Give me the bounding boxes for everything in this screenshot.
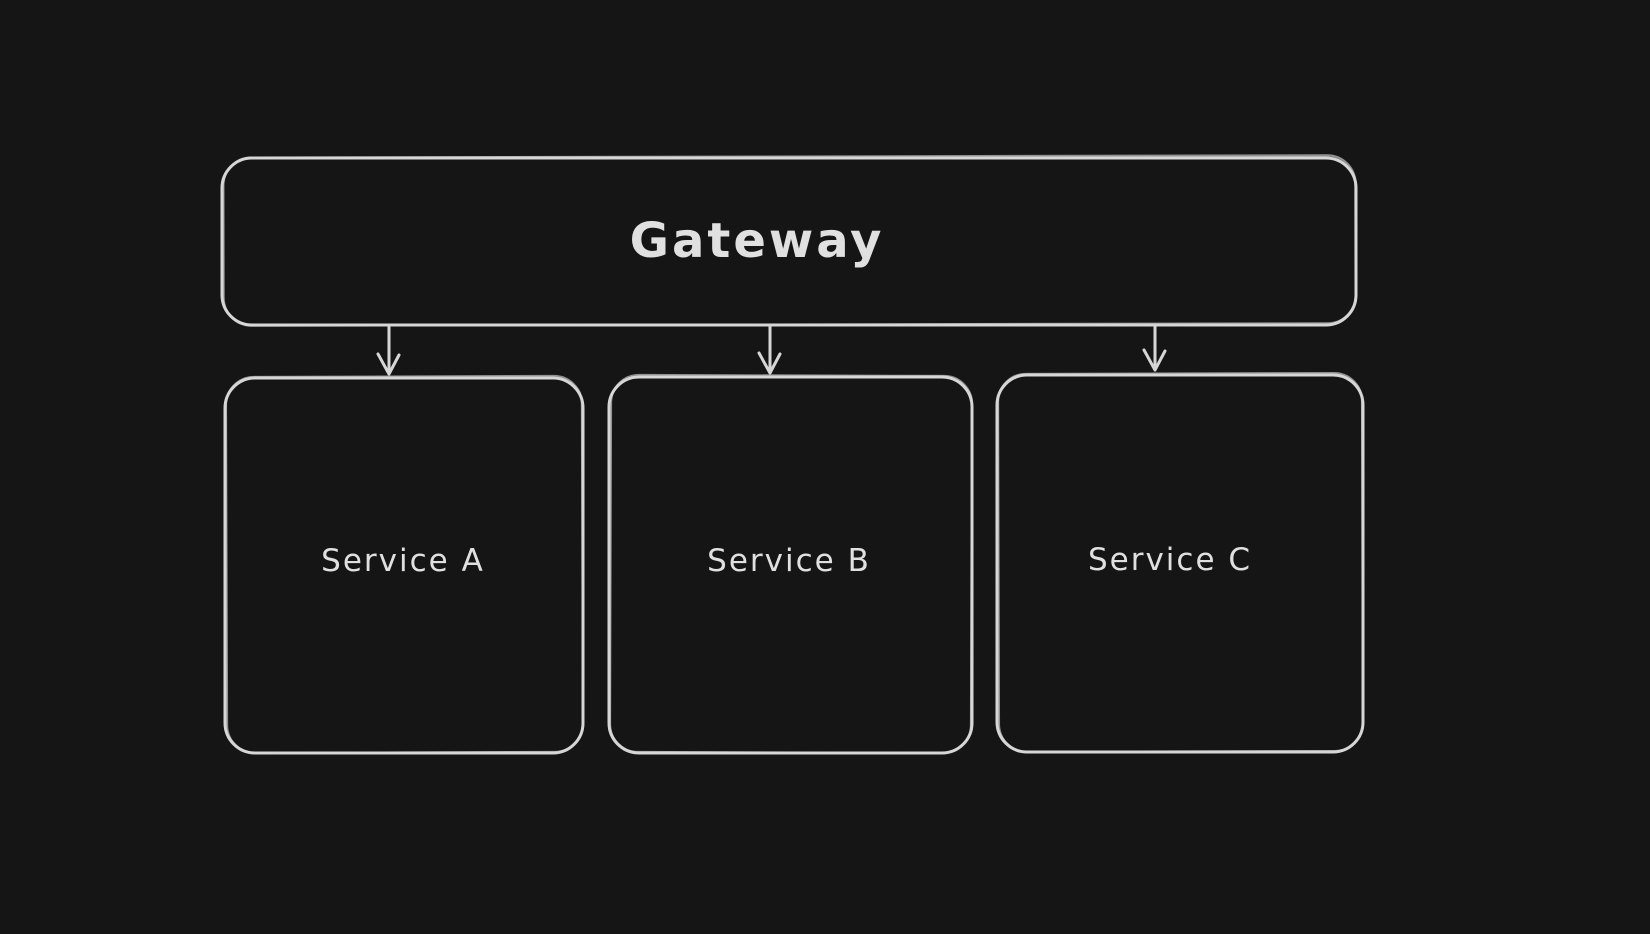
node-service-b-box[interactable] [607,373,974,755]
node-service-b-label: Service B [707,543,871,579]
arrow-gateway-to-service-c[interactable] [1142,323,1167,372]
node-service-a-label: Service A [321,543,485,579]
arrow-gateway-to-service-a[interactable] [376,324,401,376]
node-service-c-label: Service C [1087,542,1253,578]
node-service-c-box[interactable] [995,371,1365,754]
node-gateway-label: Gateway [629,213,885,269]
arrow-gateway-to-service-b[interactable] [757,324,782,375]
node-service-a-box[interactable] [223,374,585,755]
node-gateway-box[interactable] [220,154,1358,327]
